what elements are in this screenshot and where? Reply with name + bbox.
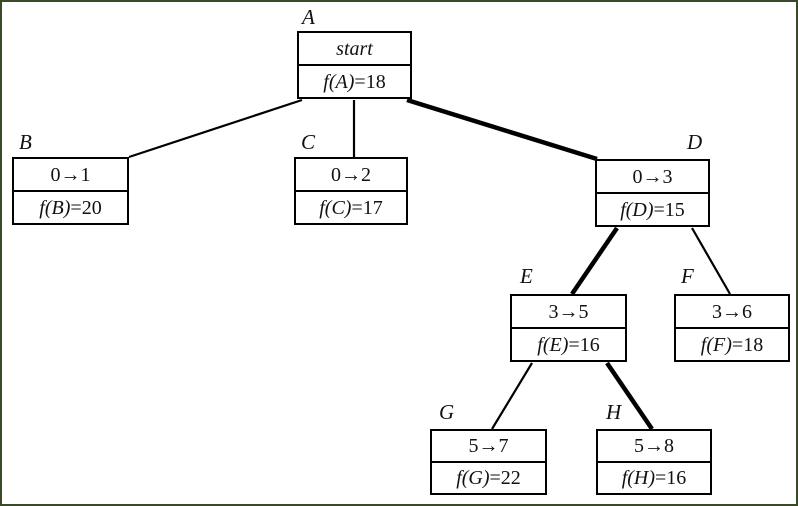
- f-number: 16: [579, 333, 600, 356]
- node-f[interactable]: 3→6 f(F)=18: [674, 294, 790, 362]
- node-f-action: 3→6: [676, 296, 788, 329]
- f-equals: =: [351, 196, 363, 219]
- node-a-action: start: [299, 33, 410, 66]
- node-f-fvalue: f(F)=18: [676, 329, 788, 360]
- f-number: 18: [365, 70, 386, 93]
- f-symbol: f: [621, 467, 628, 489]
- fvalue-text: f(D)=15: [620, 200, 685, 220]
- edge-a-d: [406, 97, 598, 162]
- fvalue-text: f(C)=17: [319, 198, 383, 218]
- f-argument: (B): [44, 196, 71, 219]
- node-b-fvalue: f(B)=20: [14, 192, 127, 223]
- f-equals: =: [489, 467, 501, 489]
- f-equals: =: [70, 196, 82, 219]
- f-number: 16: [666, 467, 687, 489]
- node-c-action: 0→2: [296, 159, 406, 192]
- f-equals: =: [655, 467, 667, 489]
- node-g-action: 5→7: [432, 431, 545, 463]
- node-label-b: B: [19, 130, 32, 154]
- node-e[interactable]: 3→5 f(E)=16: [510, 294, 627, 362]
- node-a[interactable]: start f(A)=18: [297, 31, 412, 99]
- f-argument: (G): [461, 467, 490, 489]
- node-label-c: C: [301, 130, 316, 154]
- f-symbol: f: [620, 198, 626, 221]
- f-symbol: f: [39, 196, 45, 219]
- node-label-d: D: [687, 130, 703, 154]
- edge-a-b: [128, 98, 303, 159]
- f-argument: (C): [324, 196, 352, 219]
- f-argument: (A): [328, 70, 355, 93]
- node-h[interactable]: 5→8 f(H)=16: [596, 429, 712, 495]
- node-label-f: F: [681, 264, 694, 288]
- f-argument: (F): [706, 333, 732, 356]
- f-number: 15: [664, 198, 685, 221]
- f-number: 18: [743, 333, 764, 356]
- fvalue-text: f(B)=20: [39, 198, 101, 218]
- f-equals: =: [354, 70, 366, 93]
- node-d[interactable]: 0→3 f(D)=15: [595, 159, 710, 227]
- f-number: 17: [362, 196, 383, 219]
- node-d-fvalue: f(D)=15: [597, 194, 708, 225]
- fvalue-text: f(H)=16: [622, 468, 687, 488]
- node-g[interactable]: 5→7 f(G)=22: [430, 429, 547, 495]
- f-argument: (D): [625, 198, 654, 221]
- node-h-action: 5→8: [598, 431, 710, 463]
- node-c[interactable]: 0→2 f(C)=17: [294, 157, 408, 225]
- f-equals: =: [568, 333, 580, 356]
- node-d-action: 0→3: [597, 161, 708, 194]
- f-equals: =: [653, 198, 665, 221]
- node-label-g: G: [439, 400, 455, 424]
- f-argument: (H): [627, 467, 656, 489]
- node-label-a: A: [302, 5, 315, 29]
- f-number: 22: [500, 467, 521, 489]
- f-symbol: f: [537, 333, 543, 356]
- fvalue-text: f(G)=22: [456, 468, 521, 488]
- node-e-fvalue: f(E)=16: [512, 329, 625, 360]
- f-symbol: f: [319, 196, 325, 219]
- fvalue-text: f(A)=18: [323, 72, 385, 92]
- f-number: 20: [81, 196, 102, 219]
- f-equals: =: [731, 333, 744, 356]
- fvalue-text: f(E)=16: [537, 335, 599, 355]
- node-b[interactable]: 0→1 f(B)=20: [12, 157, 129, 225]
- node-label-h: H: [606, 400, 622, 424]
- node-b-action: 0→1: [14, 159, 127, 192]
- f-argument: (E): [542, 333, 569, 356]
- edge-d-e: [570, 226, 619, 296]
- f-symbol: f: [456, 467, 462, 489]
- f-symbol: f: [323, 70, 329, 93]
- edge-d-f: [691, 227, 731, 295]
- node-a-fvalue: f(A)=18: [299, 66, 410, 97]
- edge-e-g: [491, 362, 533, 430]
- node-c-fvalue: f(C)=17: [296, 192, 406, 223]
- node-label-e: E: [520, 264, 533, 288]
- node-g-fvalue: f(G)=22: [432, 463, 545, 493]
- node-h-fvalue: f(H)=16: [598, 463, 710, 493]
- f-symbol: f: [700, 333, 707, 356]
- node-e-action: 3→5: [512, 296, 625, 329]
- fvalue-text: f(F)=18: [701, 335, 763, 355]
